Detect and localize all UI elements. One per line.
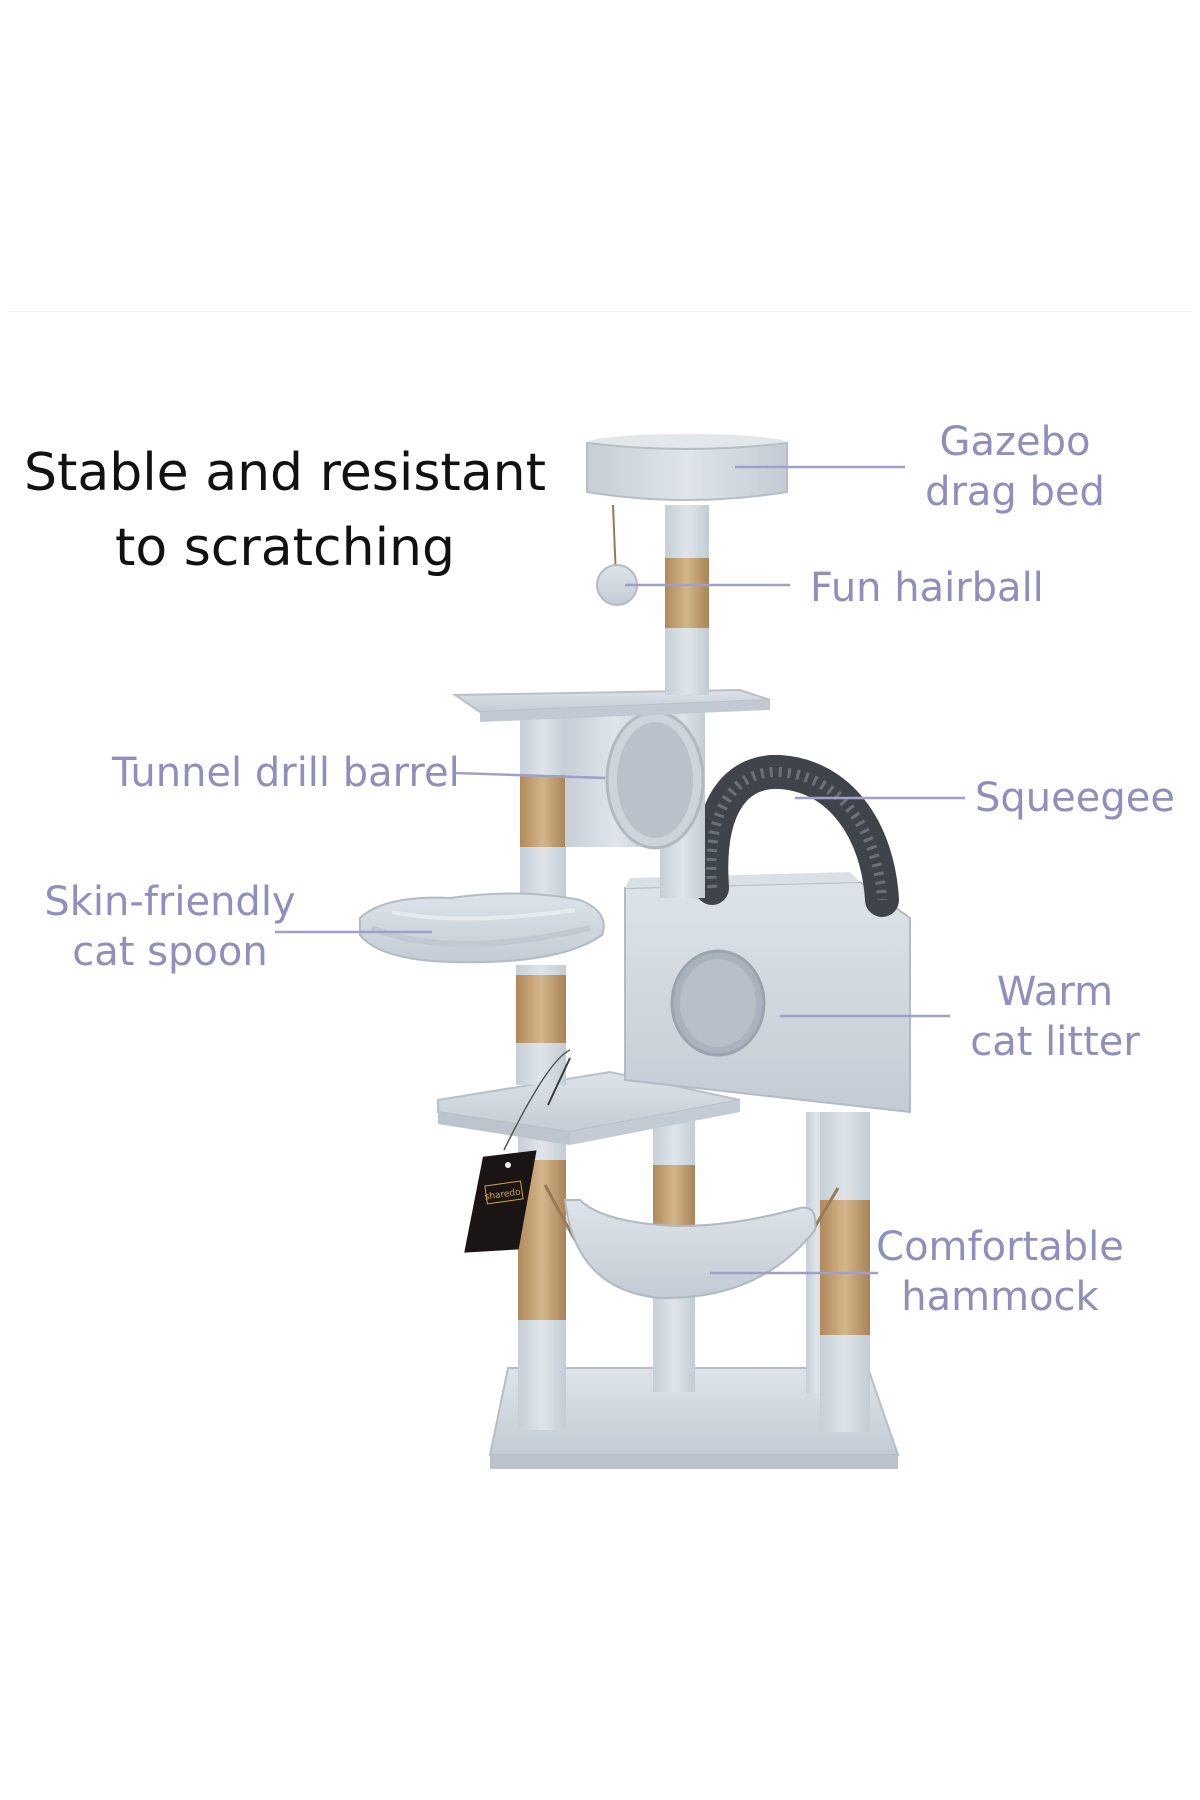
label-fun-hairball: Fun hairball (810, 563, 1044, 613)
tunnel-barrel (565, 710, 705, 850)
label-hammock-line-2: hammock (901, 1274, 1099, 1320)
label-hammock-line-1: Comfortable (876, 1224, 1124, 1270)
label-skin-friendly-cat-spoon: Skin-friendly cat spoon (30, 877, 310, 977)
label-gazebo-line-1: Gazebo (939, 419, 1091, 465)
cat-litter-box (624, 872, 911, 1114)
section-divider (8, 311, 1192, 312)
leader-lines (275, 465, 965, 1275)
lower-platform (437, 1070, 741, 1145)
label-squeegee: Squeegee (975, 773, 1175, 823)
label-litter-line-2: cat litter (970, 1019, 1140, 1065)
base-platform (488, 1367, 900, 1469)
label-tunnel-line-1: Tunnel drill barrel (112, 750, 460, 796)
label-gazebo-drag-bed: Gazebo drag bed (915, 417, 1115, 517)
label-litter-line-1: Warm (996, 969, 1114, 1015)
squeegee-brush (694, 754, 899, 917)
label-gazebo-line-2: drag bed (925, 469, 1105, 515)
label-hairball-line-1: Fun hairball (810, 565, 1044, 611)
left-mid-post (516, 965, 566, 1085)
label-comfortable-hammock: Comfortable hammock (865, 1222, 1135, 1322)
label-spoon-line-2: cat spoon (72, 929, 268, 975)
label-warm-cat-litter: Warm cat litter (955, 967, 1155, 1067)
hairball (596, 504, 638, 606)
label-squeegee-line-1: Squeegee (975, 775, 1175, 821)
headline: Stable and resistant to scratching (0, 436, 570, 586)
upper-platform (451, 688, 771, 722)
left-upper-post (520, 705, 566, 920)
cat-spoon (359, 892, 605, 964)
headline-line-1: Stable and resistant (23, 443, 547, 503)
top-column (665, 505, 709, 695)
gazebo-bed (586, 434, 788, 501)
label-tunnel-drill-barrel: Tunnel drill barrel (112, 748, 460, 798)
leader-line-tunnel (454, 771, 606, 780)
hang-tag: sharedo (464, 1049, 571, 1253)
label-spoon-line-1: Skin-friendly (44, 879, 296, 925)
headline-line-2: to scratching (114, 518, 455, 578)
